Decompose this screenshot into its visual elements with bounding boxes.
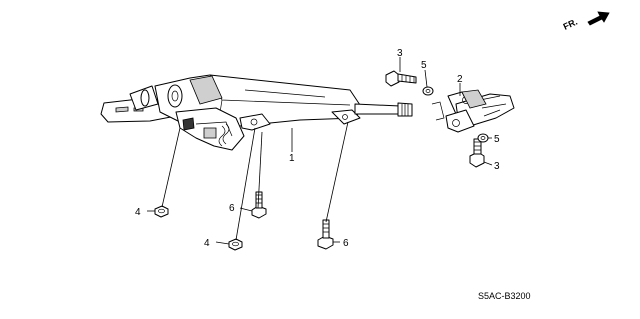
callout-4-center: 4 bbox=[204, 238, 210, 249]
flange-bolt-right bbox=[317, 219, 334, 250]
callout-5-upper: 5 bbox=[421, 60, 427, 71]
nut-center bbox=[228, 238, 243, 251]
callout-1: 1 bbox=[289, 153, 295, 164]
diagram-code: S5AC-B3200 bbox=[478, 291, 531, 301]
front-direction-indicator: FR. bbox=[562, 11, 610, 32]
steering-column-assembly bbox=[100, 74, 413, 151]
front-arrow-icon bbox=[587, 11, 610, 26]
steering-joint bbox=[431, 89, 515, 133]
callout-3-lower: 3 bbox=[494, 161, 500, 172]
leader-lines bbox=[147, 57, 493, 245]
callout-6-left: 6 bbox=[229, 203, 235, 214]
callout-2: 2 bbox=[457, 74, 463, 85]
callout-labels: 1 2 3 3 4 4 5 5 6 6 bbox=[135, 48, 500, 249]
callout-5-lower: 5 bbox=[494, 134, 500, 145]
callout-6-right: 6 bbox=[343, 238, 349, 249]
washer-upper bbox=[422, 86, 434, 96]
nut-left bbox=[154, 205, 169, 218]
callout-4-left: 4 bbox=[135, 207, 141, 218]
callout-3-upper: 3 bbox=[397, 48, 403, 59]
bolt-lower bbox=[469, 138, 485, 168]
washer-lower bbox=[477, 133, 489, 143]
bolt-upper bbox=[385, 70, 417, 87]
front-label: FR. bbox=[562, 17, 579, 32]
